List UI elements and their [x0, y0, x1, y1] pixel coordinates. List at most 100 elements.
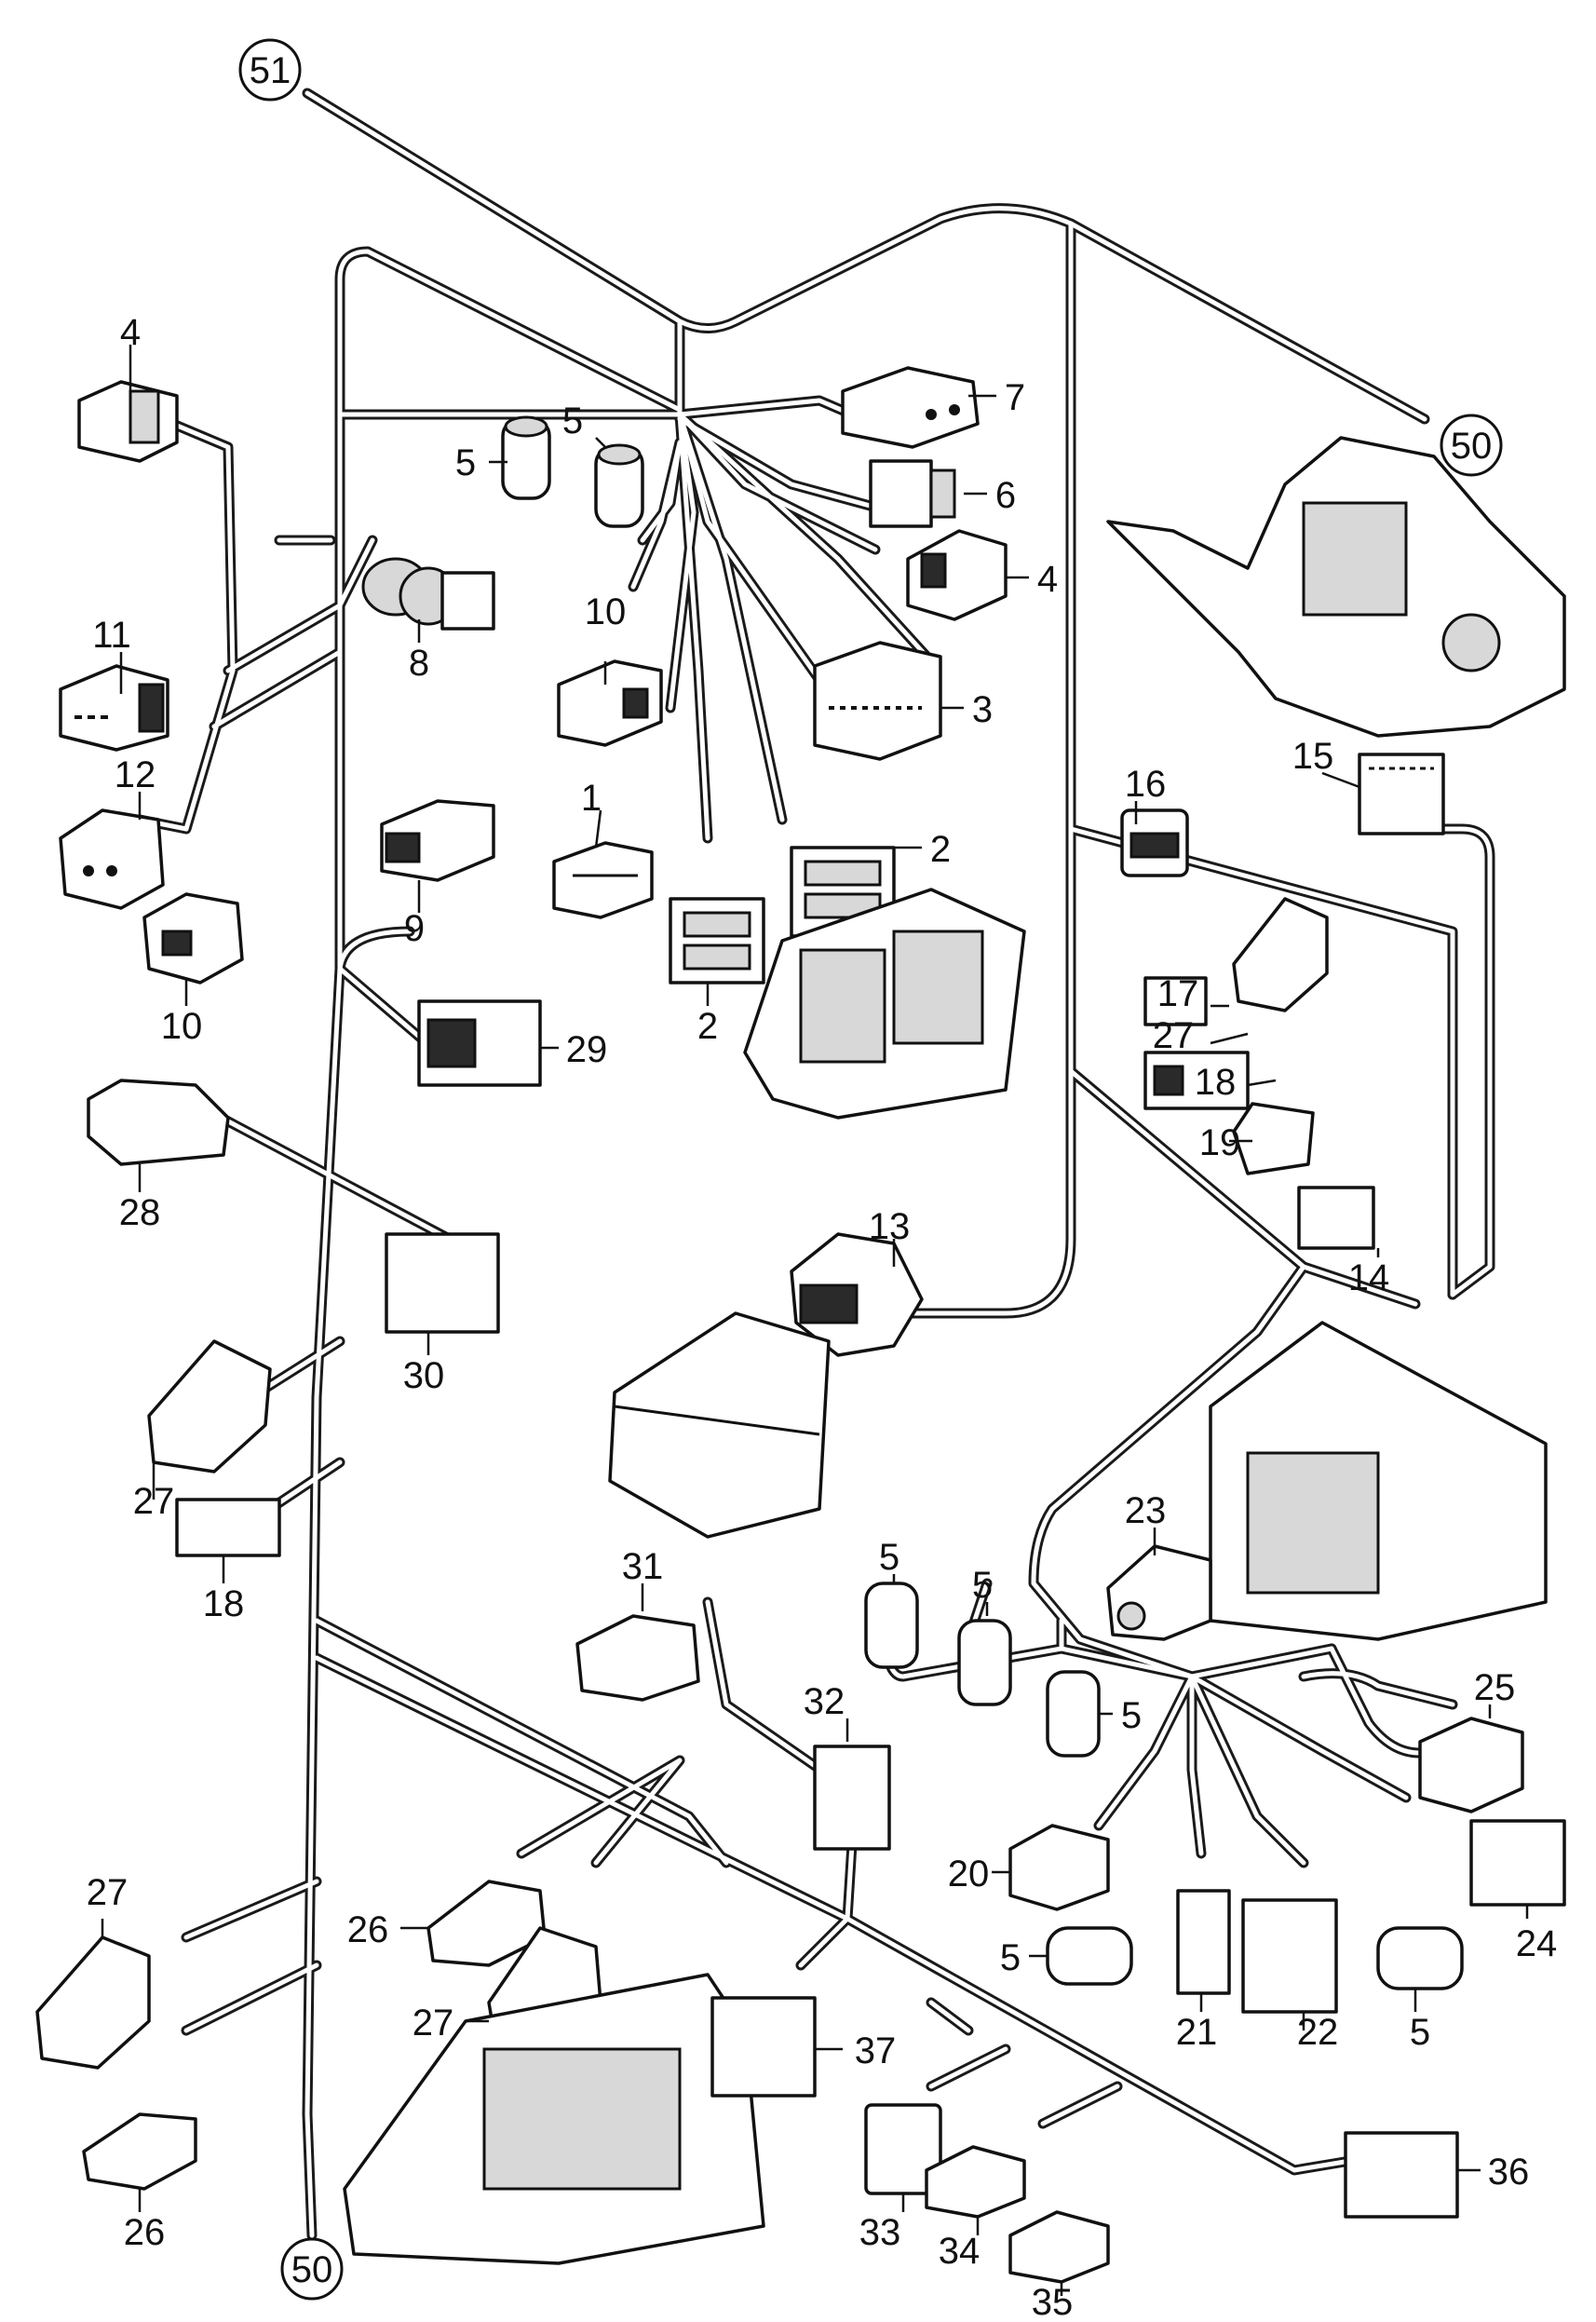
component-3 — [813, 641, 942, 761]
callout-29: 29 — [566, 1029, 608, 1070]
callout-11: 11 — [92, 615, 131, 656]
callout-6: 6 — [995, 475, 1016, 516]
callout-2-right: 2 — [930, 829, 951, 870]
callout-15: 15 — [1292, 736, 1334, 777]
component-22 — [1241, 1898, 1338, 2014]
component-8-grommet — [361, 557, 495, 631]
callout-5-a: 5 — [455, 442, 476, 483]
connection-bubble-50-bottom: 50 — [280, 2237, 344, 2301]
callout-19: 19 — [1199, 1122, 1241, 1163]
callout-27-left-lower: 27 — [87, 1872, 128, 1913]
component-27-right — [1232, 897, 1329, 1012]
component-2-left — [669, 897, 765, 984]
connection-bubble-51: 51 — [238, 38, 302, 102]
callout-26-right: 26 — [347, 1909, 389, 1950]
callout-8: 8 — [409, 643, 429, 684]
component-17 — [1143, 976, 1208, 1026]
component-5-b — [594, 443, 644, 528]
callout-1: 1 — [581, 778, 602, 819]
component-5-g — [1376, 1926, 1464, 1990]
component-5-d — [957, 1619, 1012, 1706]
callout-9: 9 — [404, 908, 425, 949]
callout-25: 25 — [1474, 1667, 1516, 1708]
component-1 — [552, 841, 654, 919]
callout-18-left: 18 — [203, 1583, 245, 1624]
component-23 — [1106, 1544, 1212, 1641]
component-32 — [813, 1745, 891, 1851]
component-15 — [1358, 753, 1445, 835]
center-console-control-unit — [1106, 436, 1566, 738]
bubble-51-label: 51 — [250, 50, 291, 91]
callout-23: 23 — [1125, 1490, 1167, 1531]
callout-27-left-upper: 27 — [133, 1481, 175, 1522]
component-27-left-lower — [35, 1935, 151, 2070]
component-4-right — [906, 529, 1008, 621]
callout-14: 14 — [1348, 1257, 1390, 1298]
callout-10-mid: 10 — [585, 591, 627, 632]
callout-37: 37 — [855, 2030, 897, 2071]
component-12 — [59, 808, 165, 910]
callout-2-left: 2 — [697, 1006, 718, 1047]
component-20 — [1008, 1824, 1110, 1911]
callout-10-left: 10 — [161, 1006, 203, 1047]
airbag-control-unit — [608, 1311, 831, 1539]
callout-5-e: 5 — [1121, 1695, 1142, 1736]
component-6 — [869, 459, 956, 528]
callout-18-right: 18 — [1195, 1062, 1237, 1103]
component-18-right — [1143, 1051, 1250, 1110]
radio-head-unit — [1209, 1321, 1548, 1641]
component-31 — [575, 1614, 700, 1702]
callout-12: 12 — [115, 754, 156, 795]
callout-5-d: 5 — [972, 1565, 993, 1606]
callout-13: 13 — [869, 1206, 911, 1247]
component-28 — [87, 1079, 230, 1166]
component-5-f — [1046, 1926, 1133, 1986]
bubble-50-bottom-label: 50 — [291, 2249, 333, 2290]
roof-console-interior-light — [343, 1973, 765, 2265]
component-35 — [1008, 2210, 1110, 2284]
callout-16: 16 — [1125, 764, 1167, 805]
callout-5-f: 5 — [1000, 1937, 1021, 1978]
component-26-left — [82, 2112, 197, 2191]
callout-5-c: 5 — [879, 1537, 899, 1578]
component-19 — [1232, 1102, 1315, 1175]
component-14 — [1297, 1186, 1375, 1250]
air-vent-assembly — [743, 888, 1026, 1120]
component-16 — [1120, 808, 1189, 877]
bubble-50-top-label: 50 — [1451, 426, 1493, 467]
callout-4-left: 4 — [120, 312, 141, 353]
callout-7: 7 — [1005, 377, 1025, 418]
callout-32: 32 — [804, 1681, 845, 1722]
component-5-e — [1046, 1670, 1101, 1758]
callout-17: 17 — [1157, 973, 1199, 1014]
callout-35: 35 — [1032, 2282, 1074, 2322]
component-27-left-upper — [147, 1339, 272, 1473]
callout-27-bottom-mid: 27 — [413, 2003, 454, 2044]
callout-5-b: 5 — [562, 401, 583, 441]
callout-labels: 4 5 5 7 6 4 3 2 2 8 10 1 9 11 12 10 16 1… — [87, 312, 1558, 2322]
component-9 — [380, 799, 495, 882]
connection-bubble-50-top: 50 — [1440, 414, 1503, 477]
callout-24: 24 — [1516, 1923, 1558, 1964]
callout-3: 3 — [972, 689, 993, 730]
callout-4-right: 4 — [1037, 559, 1058, 600]
leader-lines — [101, 345, 1529, 2296]
component-36 — [1344, 2131, 1459, 2219]
component-25 — [1418, 1717, 1524, 1813]
component-37 — [710, 1996, 817, 2098]
harness-wires — [134, 88, 1495, 2241]
component-5-c — [864, 1582, 919, 1669]
component-24 — [1469, 1819, 1566, 1907]
callout-5-g: 5 — [1410, 2012, 1430, 2053]
callout-34: 34 — [939, 2231, 981, 2272]
component-10-left — [142, 892, 244, 984]
component-7 — [841, 366, 980, 449]
callout-22: 22 — [1297, 2012, 1339, 2053]
component-30 — [385, 1232, 500, 1334]
callout-21: 21 — [1176, 2012, 1218, 2053]
component-4-left — [77, 380, 179, 463]
callout-30: 30 — [403, 1355, 445, 1396]
component-11 — [59, 664, 169, 752]
component-5-a — [501, 415, 551, 500]
